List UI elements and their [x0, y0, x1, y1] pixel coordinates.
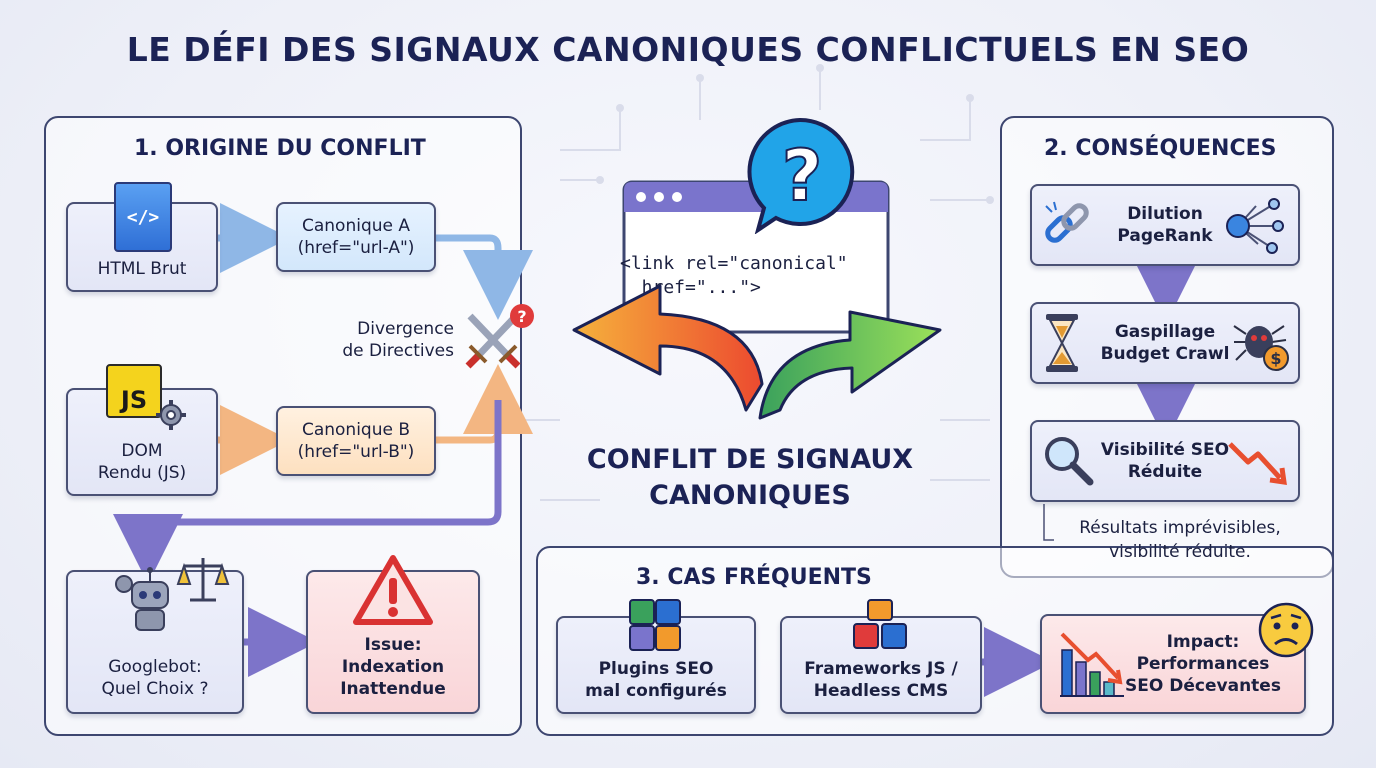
- blocks-icon: [853, 599, 907, 649]
- consequences-note: Résultats imprévisibles, visibilité rédu…: [1079, 518, 1281, 562]
- balance-scale-icon: [176, 558, 230, 602]
- svg-text:?: ?: [782, 135, 823, 217]
- divergence-label: Divergence de Directives: [342, 319, 454, 361]
- sad-face-icon: [1258, 602, 1314, 658]
- orange-conflict-arrow: [572, 284, 764, 412]
- html-brut-label: HTML Brut: [97, 259, 187, 279]
- canonique-a-box: Canonique A (href="url-A"): [276, 202, 436, 272]
- canonique-b-href: (href="url-B"): [297, 442, 415, 462]
- spider-bug-icon: $: [1233, 325, 1289, 371]
- hourglass-icon: [1046, 314, 1078, 372]
- canonique-b-box: Canonique B (href="url-B"): [276, 406, 436, 476]
- crossed-swords-icon: ?: [465, 304, 534, 369]
- broken-link-icon: [1045, 201, 1089, 243]
- puzzle-icon: [629, 599, 681, 651]
- svg-text:?: ?: [517, 307, 526, 326]
- arrow-divergence-to-googlebot: [113, 400, 502, 584]
- canonique-a-href: (href="url-A"): [297, 238, 415, 258]
- canonical-code-snippet: <link rel="canonical" href="...">: [620, 253, 848, 298]
- origin-title: 1. ORIGINE DU CONFLIT: [134, 136, 426, 161]
- consequences-title: 2. CONSÉQUENCES: [1044, 136, 1277, 161]
- network-nodes-icon: [1226, 198, 1284, 254]
- warning-icon: [353, 555, 433, 625]
- js-badge-icon: JS: [106, 364, 162, 418]
- code-file-icon: </>: [114, 182, 172, 252]
- question-bubble-icon: ?: [747, 117, 855, 234]
- visibilite-reduite-box: Visibilité SEO Réduite: [1030, 420, 1300, 502]
- trend-down-icon: [1228, 442, 1287, 485]
- cases-title: 3. CAS FRÉQUENTS: [636, 565, 872, 590]
- conflict-label: CONFLIT DE SIGNAUX CANONIQUES: [586, 444, 914, 511]
- arrow-canon-a-to-divergence: [436, 234, 533, 320]
- canonique-a-title: Canonique A: [301, 216, 411, 236]
- gear-icon: [156, 400, 186, 430]
- magnifier-icon: [1045, 437, 1094, 486]
- canonique-b-title: Canonique B: [301, 420, 411, 440]
- note-connector: [1043, 504, 1054, 541]
- issue-box: Issue: Indexation Inattendue: [306, 570, 480, 714]
- googlebot-box: Googlebot: Quel Choix ?: [66, 570, 244, 714]
- declining-bar-chart-icon: [1060, 632, 1124, 697]
- green-conflict-arrow: [758, 310, 942, 420]
- page-title: LE DÉFI DES SIGNAUX CANONIQUES CONFLICTU…: [126, 30, 1250, 69]
- robot-icon: [115, 567, 169, 631]
- svg-text:$: $: [1270, 349, 1281, 368]
